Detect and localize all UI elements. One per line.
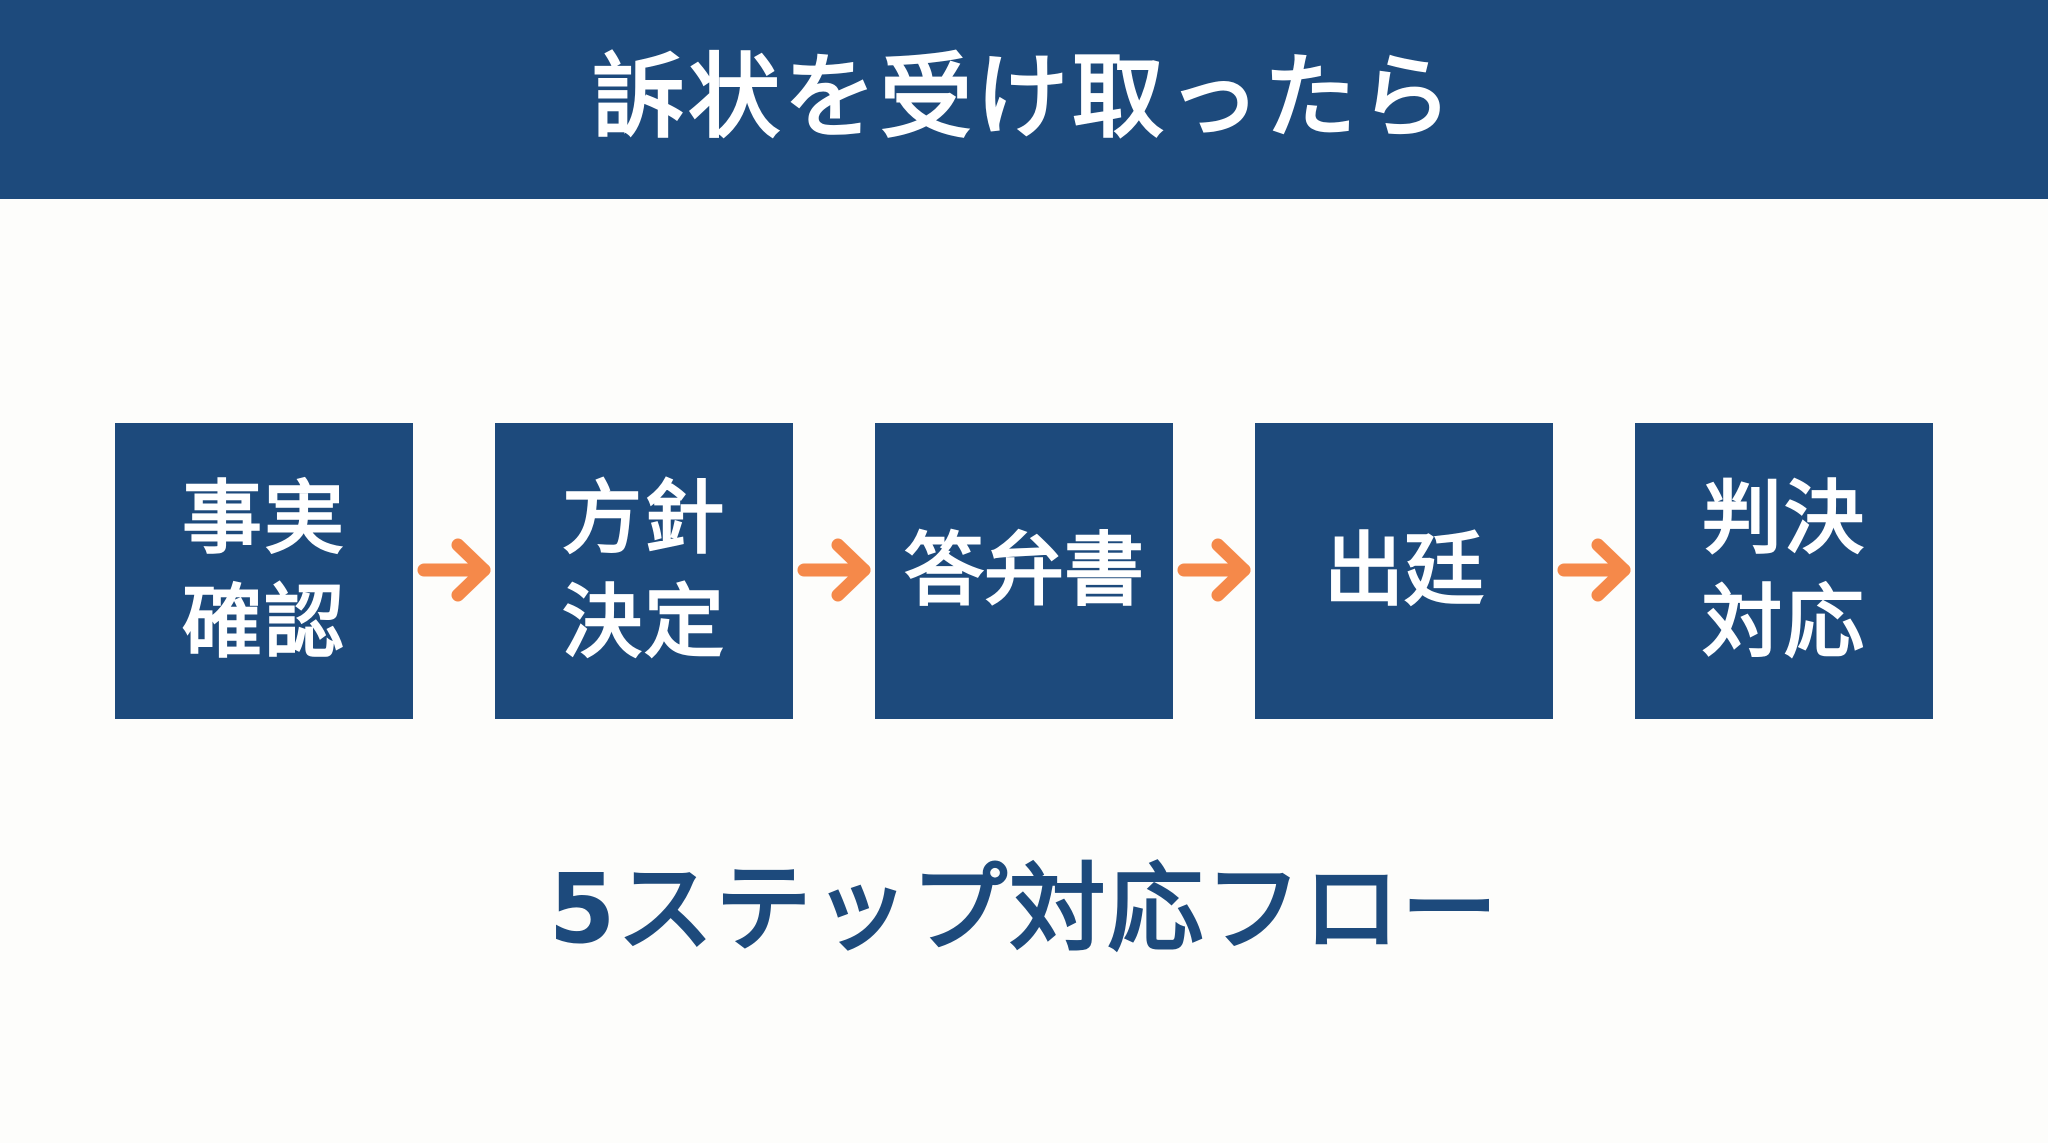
step-label-line1: 出廷 [1324, 524, 1484, 617]
step-label-line1: 判決 [1702, 472, 1866, 565]
arrow-right-icon [1177, 538, 1251, 602]
step-box-judgment-response: 判決 対応 [1635, 423, 1933, 719]
step-box-policy-decision: 方針 決定 [495, 423, 793, 719]
step-label-line2: 確認 [182, 576, 346, 669]
header-banner: 訴状を受け取ったら [0, 0, 2048, 199]
step-box-answer-document: 答弁書 [875, 423, 1173, 719]
step-label-line2: 対応 [1702, 576, 1866, 669]
arrow-right-icon [797, 538, 871, 602]
step-box-fact-check: 事実 確認 [115, 423, 413, 719]
step-box-court-appearance: 出廷 [1255, 423, 1553, 719]
step-label-line1: 事実 [182, 472, 346, 565]
step-label-line2: 決定 [562, 576, 726, 669]
step-label-line1: 方針 [562, 472, 726, 565]
arrow-right-icon [417, 538, 491, 602]
arrow-right-icon [1557, 538, 1631, 602]
step-label-line1: 答弁書 [904, 524, 1144, 617]
flow-caption: 5ステップ対応フロー [548, 853, 1500, 965]
page-title: 訴状を受け取ったら [591, 43, 1456, 151]
